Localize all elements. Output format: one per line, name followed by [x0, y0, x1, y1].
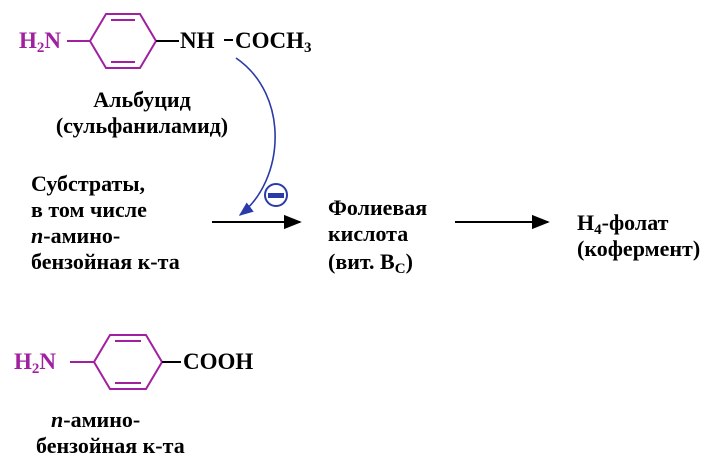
albucid-benzene-ring	[67, 13, 158, 69]
albucid-amine-group: H2N	[19, 28, 62, 56]
inhibition-arrow	[235, 57, 276, 216]
paba-amine-group: H2N	[14, 349, 57, 377]
albucid-synonym: (сульфаниламид)	[55, 113, 229, 138]
substrates-line4: бензойная к-та	[31, 249, 180, 274]
folate-name: H4-фолат	[577, 210, 669, 238]
paba-name-line1: п-амино-	[51, 407, 141, 432]
folic-acid-line2: кислота	[328, 221, 409, 246]
inhibition-sign-icon	[264, 183, 288, 207]
albucid-nh-group: NH	[180, 28, 215, 53]
paba-benzene-ring	[70, 334, 164, 390]
substrates-line2: в том числе	[31, 197, 147, 222]
albucid-acetyl-group: COCH3	[235, 28, 312, 56]
paba-name-line2: бензойная к-та	[36, 433, 185, 458]
folic-acid-vitamin: (вит. BC)	[328, 249, 413, 277]
folic-acid-line1: Фолиевая	[328, 195, 428, 220]
albucid-name: Альбуцид	[93, 87, 191, 112]
paba-carboxyl-group: COOH	[183, 349, 254, 374]
folate-coenzyme: (кофермент)	[577, 236, 701, 261]
substrates-line3: п-амино-	[31, 223, 121, 248]
substrates-line1: Субстраты,	[31, 171, 146, 196]
